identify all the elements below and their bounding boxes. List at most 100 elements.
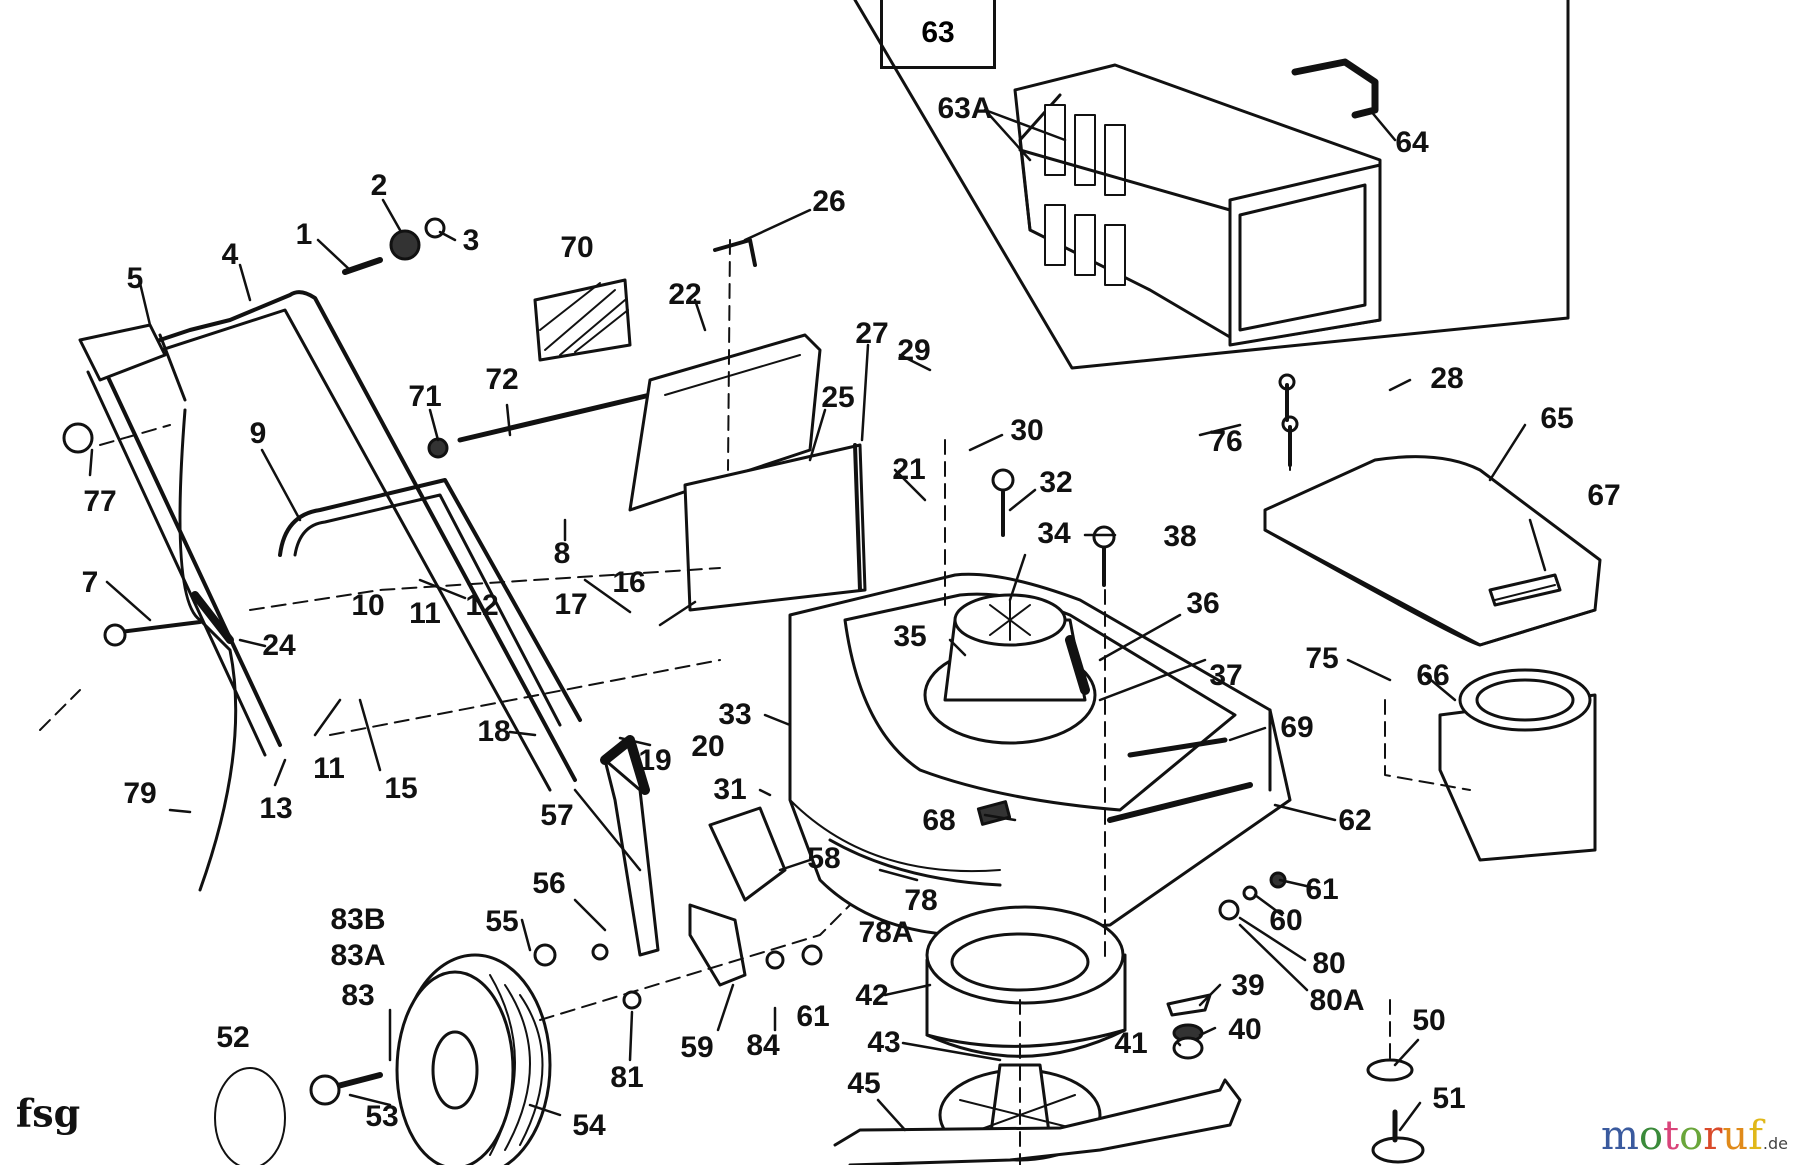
part-label-51[interactable]: 51: [1432, 1082, 1466, 1115]
part-label-25[interactable]: 25: [821, 381, 855, 414]
part-label-26[interactable]: 26: [812, 185, 846, 218]
brand-watermark[interactable]: motoruf.de: [1601, 1113, 1788, 1159]
wheel: [395, 953, 552, 1165]
part-label-76[interactable]: 76: [1209, 425, 1243, 458]
part-label-55[interactable]: 55: [485, 905, 519, 938]
part-label-70[interactable]: 70: [560, 231, 594, 264]
part-label-80a[interactable]: 80A: [1309, 984, 1365, 1017]
part-label-56[interactable]: 56: [532, 867, 566, 900]
part-label-40[interactable]: 40: [1228, 1013, 1262, 1046]
part-label-8[interactable]: 8: [553, 537, 571, 570]
hubcap: [214, 1067, 286, 1165]
part-label-3[interactable]: 3: [462, 224, 480, 257]
part-label-81[interactable]: 81: [610, 1061, 644, 1094]
part-label-33[interactable]: 33: [718, 698, 752, 731]
part-label-58[interactable]: 58: [807, 842, 841, 875]
catcher-handle: [1291, 58, 1379, 119]
part-label-39[interactable]: 39: [1231, 969, 1265, 1002]
motor-cover: [1263, 455, 1602, 647]
part-label-43[interactable]: 43: [867, 1026, 901, 1059]
warning-label-70: [533, 278, 632, 362]
part-label-18[interactable]: 18: [477, 715, 511, 748]
part-label-60[interactable]: 60: [1269, 904, 1303, 937]
part-label-83b[interactable]: 83B: [330, 903, 386, 936]
discharge-flap: [628, 333, 822, 512]
inset-label-63: 63: [880, 0, 996, 69]
part-label-11[interactable]: 11: [409, 597, 441, 630]
part-label-9[interactable]: 9: [249, 417, 267, 450]
part-label-16[interactable]: 16: [612, 566, 646, 599]
part-label-13[interactable]: 13: [259, 792, 293, 825]
leader-lines: [88, 108, 1547, 1132]
part-label-59[interactable]: 59: [680, 1031, 714, 1064]
part-label-78[interactable]: 78: [904, 884, 938, 917]
part-label-63a[interactable]: 63A: [937, 92, 993, 125]
part-label-37[interactable]: 37: [1209, 659, 1243, 692]
part-label-78a[interactable]: 78A: [858, 916, 914, 949]
brand-name: motoruf: [1601, 1113, 1763, 1159]
part-label-28[interactable]: 28: [1430, 362, 1464, 395]
part-label-12[interactable]: 12: [465, 589, 499, 622]
part-label-32[interactable]: 32: [1039, 466, 1073, 499]
part-label-79[interactable]: 79: [123, 777, 157, 810]
part-label-84[interactable]: 84: [746, 1029, 780, 1062]
part-label-80[interactable]: 80: [1312, 947, 1346, 980]
part-label-20[interactable]: 20: [691, 730, 725, 763]
part-label-50[interactable]: 50: [1412, 1004, 1446, 1037]
part-label-17[interactable]: 17: [554, 588, 588, 621]
part-label-34[interactable]: 34: [1037, 517, 1071, 550]
part-label-41[interactable]: 41: [1114, 1027, 1148, 1060]
brand-letter: r: [1703, 1113, 1723, 1159]
part-label-64[interactable]: 64: [1395, 126, 1429, 159]
part-label-66[interactable]: 66: [1416, 659, 1450, 692]
part-label-65[interactable]: 65: [1540, 402, 1574, 435]
part-label-21[interactable]: 21: [892, 453, 926, 486]
part-label-4[interactable]: 4: [221, 238, 239, 271]
series-code: fsg: [15, 1090, 81, 1136]
part-label-67[interactable]: 67: [1587, 479, 1621, 512]
part-label-27[interactable]: 27: [855, 317, 889, 350]
fan: [925, 905, 1127, 1058]
part-label-19[interactable]: 19: [638, 744, 672, 777]
part-label-35[interactable]: 35: [893, 620, 927, 653]
motor: [923, 593, 1097, 745]
part-label-75[interactable]: 75: [1305, 642, 1339, 675]
part-label-11[interactable]: 11: [313, 752, 345, 785]
brand-letter: u: [1722, 1113, 1749, 1159]
part-label-72[interactable]: 72: [485, 363, 519, 396]
part-label-53[interactable]: 53: [365, 1100, 399, 1133]
grass-catcher: [1013, 63, 1382, 347]
part-label-61[interactable]: 61: [1305, 873, 1339, 906]
part-label-83a[interactable]: 83A: [330, 939, 386, 972]
part-label-29[interactable]: 29: [897, 334, 931, 367]
part-label-10[interactable]: 10: [351, 589, 385, 622]
part-label-83[interactable]: 83: [341, 979, 375, 1012]
part-label-31[interactable]: 31: [713, 773, 747, 806]
part-label-24[interactable]: 24: [262, 629, 296, 662]
part-label-36[interactable]: 36: [1186, 587, 1220, 620]
brand-letter: f: [1748, 1113, 1763, 1159]
handle-assembly: [78, 290, 582, 892]
part-label-15[interactable]: 15: [384, 772, 418, 805]
part-label-69[interactable]: 69: [1280, 711, 1314, 744]
brand-tld: .de: [1762, 1134, 1788, 1153]
part-label-68[interactable]: 68: [922, 804, 956, 837]
brand-letter: o: [1679, 1113, 1704, 1159]
part-label-5[interactable]: 5: [126, 262, 144, 295]
part-label-7[interactable]: 7: [81, 566, 99, 599]
part-label-42[interactable]: 42: [855, 979, 889, 1012]
part-label-38[interactable]: 38: [1163, 520, 1197, 553]
blade: [833, 1078, 1242, 1165]
part-label-77[interactable]: 77: [83, 485, 117, 518]
part-label-54[interactable]: 54: [572, 1109, 606, 1142]
part-label-30[interactable]: 30: [1010, 414, 1044, 447]
part-label-22[interactable]: 22: [668, 278, 702, 311]
part-label-57[interactable]: 57: [540, 799, 574, 832]
part-label-52[interactable]: 52: [216, 1021, 250, 1054]
part-label-1[interactable]: 1: [295, 218, 313, 251]
part-label-2[interactable]: 2: [370, 169, 388, 202]
part-label-71[interactable]: 71: [408, 380, 442, 413]
part-label-62[interactable]: 62: [1338, 804, 1372, 837]
part-label-61[interactable]: 61: [796, 1000, 830, 1033]
part-label-45[interactable]: 45: [847, 1067, 881, 1100]
